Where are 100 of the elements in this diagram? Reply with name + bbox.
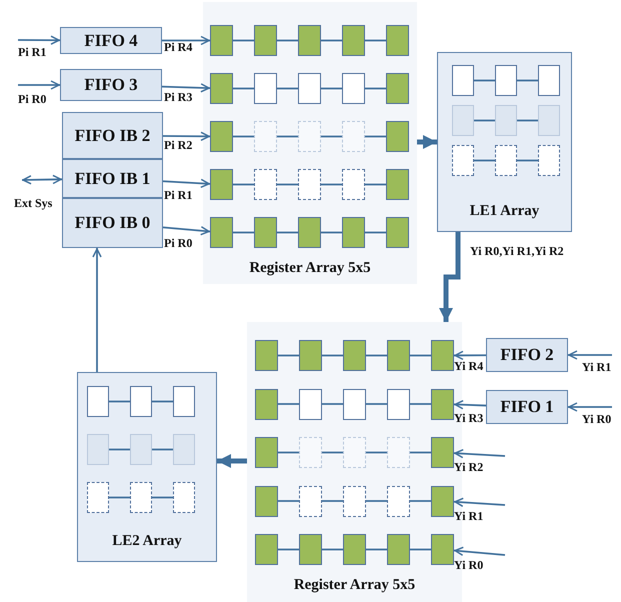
register-cell <box>298 217 321 248</box>
register-cell <box>387 486 410 516</box>
fifo-box: FIFO 2 <box>486 338 568 372</box>
register-cell <box>343 534 366 565</box>
edge-label: Pi R1 <box>164 188 192 203</box>
register-cell <box>298 25 321 56</box>
register-cell <box>299 388 322 420</box>
register-cell <box>452 145 474 176</box>
panel-title: LE1 Array <box>468 203 540 220</box>
register-cell <box>254 217 277 248</box>
register-cell <box>538 65 560 96</box>
register-cell <box>210 73 233 104</box>
connector-line <box>517 80 538 82</box>
connector-line <box>366 452 387 454</box>
connector-line <box>233 40 254 42</box>
connector-line <box>152 448 173 450</box>
edge-label: Yi R2 <box>454 460 484 475</box>
connector-line <box>517 120 538 122</box>
register-cell <box>495 105 517 136</box>
fifo-box: FIFO IB 0 <box>62 198 163 248</box>
arrow <box>454 400 486 410</box>
register-cell <box>254 25 277 56</box>
arrow <box>568 402 612 412</box>
edge-label: Pi R2 <box>164 138 192 153</box>
register-cell <box>298 121 321 152</box>
register-cell <box>431 437 454 468</box>
arrow <box>18 80 60 90</box>
edge-label: Ext Sys <box>14 196 52 211</box>
register-cell <box>298 73 321 104</box>
array-panel <box>437 52 572 232</box>
register-cell <box>538 105 560 136</box>
array-panel <box>77 372 217 562</box>
connector-line <box>109 400 130 402</box>
register-cell <box>495 65 517 96</box>
register-cell <box>386 25 409 56</box>
connector-line <box>410 548 431 550</box>
arrow <box>217 454 247 468</box>
register-cell <box>343 486 366 516</box>
register-cell <box>343 340 366 371</box>
connector-line <box>322 452 343 454</box>
connector-line <box>278 500 299 502</box>
register-cell <box>210 169 233 200</box>
edge-label: Yi R0,Yi R1,Yi R2 <box>470 244 564 259</box>
register-cell <box>452 105 474 136</box>
register-cell <box>386 121 409 152</box>
register-cell <box>255 534 278 565</box>
register-cell <box>431 340 454 371</box>
fifo-box: FIFO 3 <box>60 69 162 101</box>
connector-line <box>322 354 343 356</box>
register-cell <box>431 486 454 516</box>
connector-line <box>277 40 298 42</box>
register-cell <box>387 340 410 371</box>
register-cell <box>299 534 322 565</box>
connector-line <box>278 403 299 405</box>
connector-line <box>365 232 386 234</box>
connector-line <box>410 452 431 454</box>
connector-line <box>109 496 130 498</box>
register-cell <box>254 73 277 104</box>
register-cell <box>173 482 195 513</box>
connector-line <box>410 403 431 405</box>
register-cell <box>386 73 409 104</box>
arrow <box>568 350 612 360</box>
register-cell <box>254 121 277 152</box>
connector-line <box>109 448 130 450</box>
arrow <box>162 83 210 93</box>
arrow <box>163 132 210 142</box>
connector-line <box>322 403 343 405</box>
edge-label: Yi R0 <box>454 558 484 573</box>
register-cell <box>299 437 322 468</box>
register-cell <box>299 340 322 371</box>
connector-line <box>322 500 343 502</box>
register-cell <box>298 169 321 200</box>
edge-label: Pi R3 <box>164 90 192 105</box>
connector-line <box>321 40 342 42</box>
connector-line <box>152 400 173 402</box>
connector-line <box>474 80 495 82</box>
connector-line <box>474 160 495 162</box>
register-cell <box>210 25 233 56</box>
register-cell <box>130 434 152 465</box>
register-cell <box>210 217 233 248</box>
fifo-box: FIFO IB 1 <box>62 159 163 198</box>
connector-line <box>278 452 299 454</box>
register-cell <box>299 486 322 516</box>
connector-line <box>233 88 254 90</box>
register-cell <box>342 217 365 248</box>
register-cell <box>255 437 278 468</box>
arrow <box>22 174 62 185</box>
register-cell <box>87 434 109 465</box>
edge-label: Yi R0 <box>582 412 612 427</box>
register-cell <box>431 388 454 420</box>
edge-label: Pi R0 <box>164 236 192 251</box>
register-cell <box>130 386 152 417</box>
connector-line <box>277 184 298 186</box>
edge-label: Yi R3 <box>454 411 484 426</box>
register-cell <box>343 437 366 468</box>
connector-line <box>517 160 538 162</box>
connector-line <box>277 88 298 90</box>
arrow <box>92 248 102 372</box>
connector-line <box>365 40 386 42</box>
arrow <box>454 498 506 508</box>
